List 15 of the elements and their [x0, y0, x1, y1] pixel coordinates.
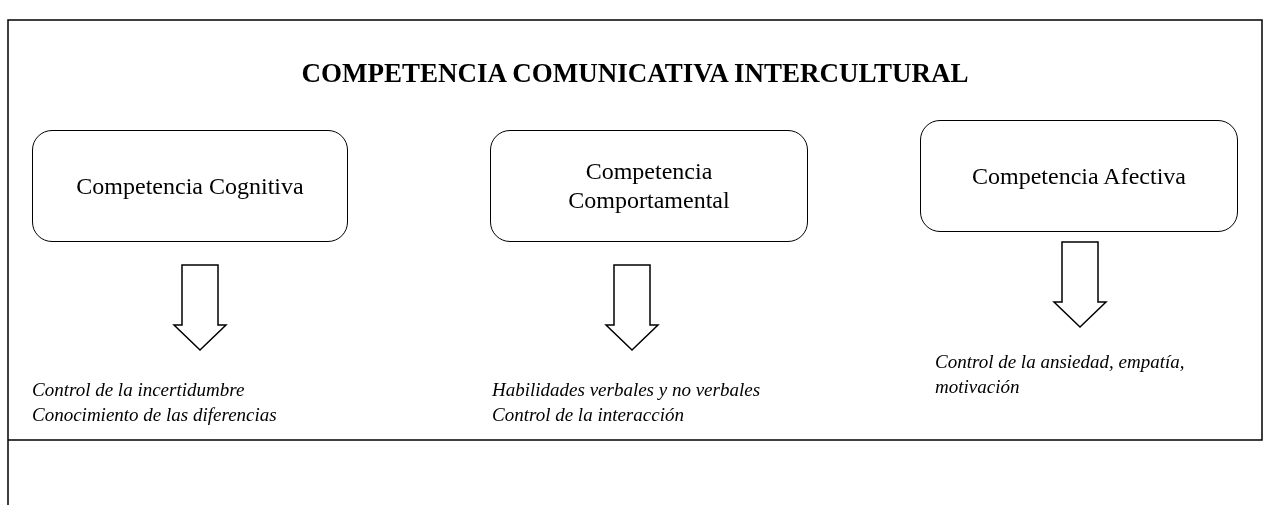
box-label: Competencia Cognitiva — [75, 171, 305, 201]
diagram-title: COMPETENCIA COMUNICATIVA INTERCULTURAL — [301, 58, 969, 89]
rounded-box — [920, 120, 1238, 232]
block-arrow — [172, 264, 228, 352]
description-text: Control de la interacción — [492, 402, 685, 427]
description-text: Habilidades verbales y no verbales — [492, 378, 762, 402]
description-text: Control de la incertidumbre — [32, 378, 246, 402]
box-label: Competencia Comportamental — [567, 157, 731, 215]
block-arrow — [604, 264, 660, 352]
description-text: Conocimiento de las diferencias — [32, 402, 278, 427]
box-label: Competencia Afectiva — [971, 161, 1187, 191]
block-arrow — [1052, 241, 1108, 329]
description-text: Control de la ansiedad, empatía, motivación — [935, 350, 1186, 399]
rounded-box — [32, 130, 348, 242]
rounded-box — [490, 130, 808, 242]
